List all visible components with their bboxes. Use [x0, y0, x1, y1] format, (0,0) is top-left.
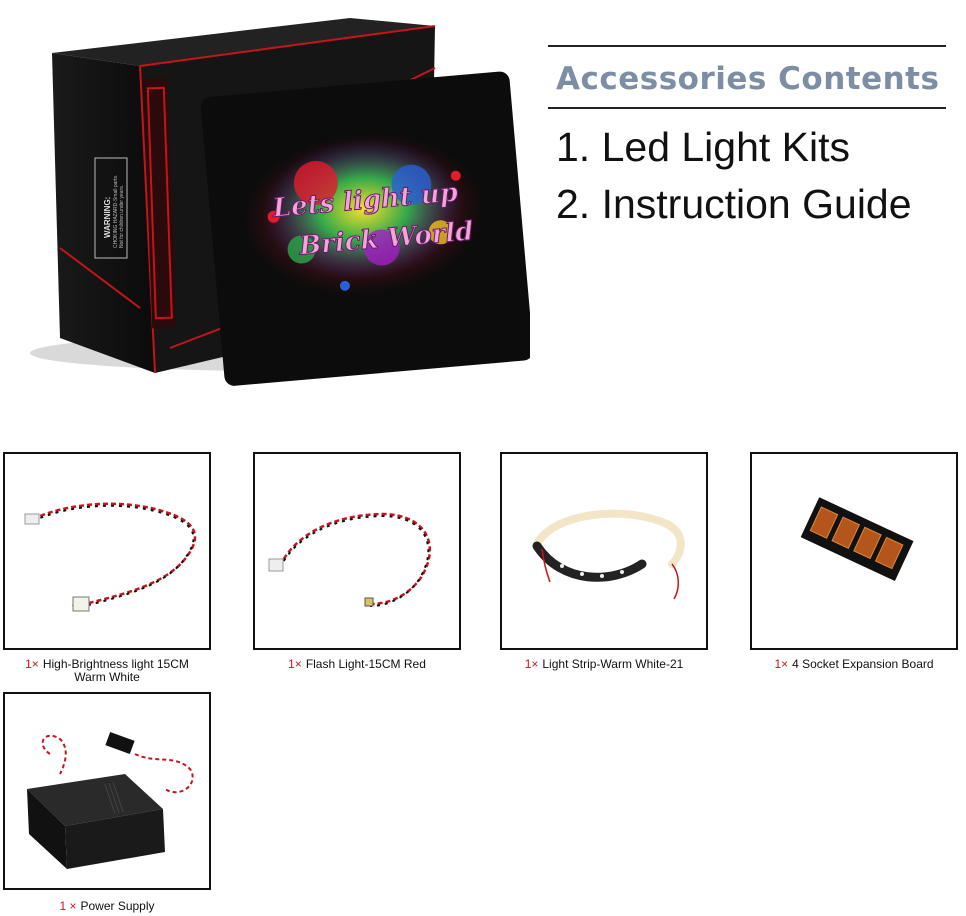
quantity-label: 1×	[288, 657, 302, 671]
product-caption: 1 ×Power Supply	[3, 900, 211, 913]
flash-light-wire-image	[268, 512, 431, 607]
accessories-contents: Accessories Contents 1. Led Light Kits 2…	[548, 45, 948, 233]
product-box-illustration: WARNING: CHOKING HAZARD-Small parts. Not…	[20, 8, 534, 388]
light-strip-image	[532, 509, 685, 600]
contents-item: 2. Instruction Guide	[556, 181, 912, 227]
product-name: Light Strip-Warm White-21	[542, 657, 684, 671]
product-name-line2: Warm White	[74, 670, 140, 684]
battery-box-image	[27, 731, 194, 869]
product-card-power-supply	[3, 692, 211, 890]
quantity-label: 1×	[774, 657, 789, 671]
quantity-label: 1 ×	[59, 899, 77, 913]
led-light-wire-image	[24, 502, 197, 612]
divider	[548, 45, 946, 47]
product-caption: 1×4 Socket Expansion Board	[750, 658, 958, 671]
product-name: Power Supply	[80, 899, 155, 913]
contents-title: Accessories Contents	[556, 61, 940, 97]
expansion-board-image	[800, 497, 914, 582]
box-warning-title: WARNING:	[103, 197, 112, 238]
divider	[548, 107, 946, 109]
product-name: High-Brightness light 15CM	[42, 657, 189, 671]
product-card-light-strip	[500, 452, 708, 650]
product-card-high-brightness-light	[3, 452, 211, 650]
box-warning-text: Not for children under years.	[119, 185, 125, 248]
quantity-label: 1×	[25, 657, 39, 671]
contents-item: 1. Led Light Kits	[556, 124, 851, 170]
box-warning-text: CHOKING HAZARD-Small parts.	[113, 175, 119, 248]
quantity-label: 1×	[524, 657, 539, 671]
product-card-expansion-board	[750, 452, 958, 650]
product-card-flash-light	[253, 452, 461, 650]
product-caption: 1×Flash Light-15CM Red	[253, 658, 461, 671]
product-caption: 1×Light Strip-Warm White-21	[500, 658, 708, 671]
contents-list: 1. Led Light Kits 2. Instruction Guide	[548, 119, 948, 233]
product-caption: 1×High-Brightness light 15CM Warm White	[3, 658, 211, 684]
product-name: 4 Socket Expansion Board	[792, 657, 934, 671]
product-name: Flash Light-15CM Red	[305, 657, 426, 671]
